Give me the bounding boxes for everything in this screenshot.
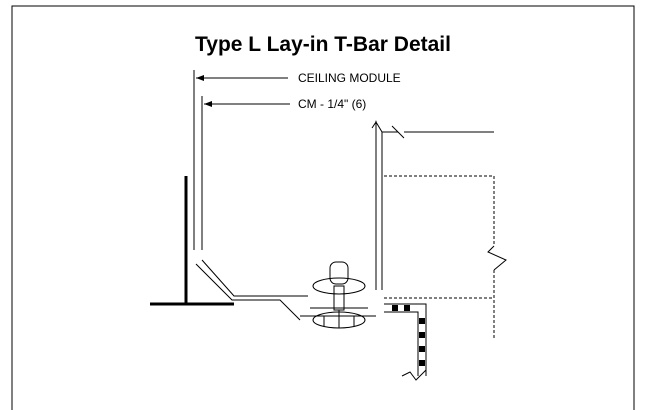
diagram-title: Type L Lay-in T-Bar Detail	[195, 33, 451, 56]
ceiling-module-label: CEILING MODULE	[298, 71, 401, 85]
ceiling-module-dimension: CEILING MODULE	[193, 70, 401, 250]
right-wall	[371, 120, 494, 290]
panel-flange	[195, 259, 308, 321]
fastener-cap	[329, 261, 349, 285]
cm-offset-dimension: CM - 1/4" (6)	[201, 96, 366, 250]
frame-border	[11, 5, 635, 410]
spring-clip	[384, 303, 427, 381]
fastener-assembly	[300, 261, 376, 329]
left-t-bar	[150, 176, 234, 306]
fixture-outline	[384, 175, 507, 338]
cm-offset-label: CM - 1/4" (6)	[298, 97, 366, 111]
